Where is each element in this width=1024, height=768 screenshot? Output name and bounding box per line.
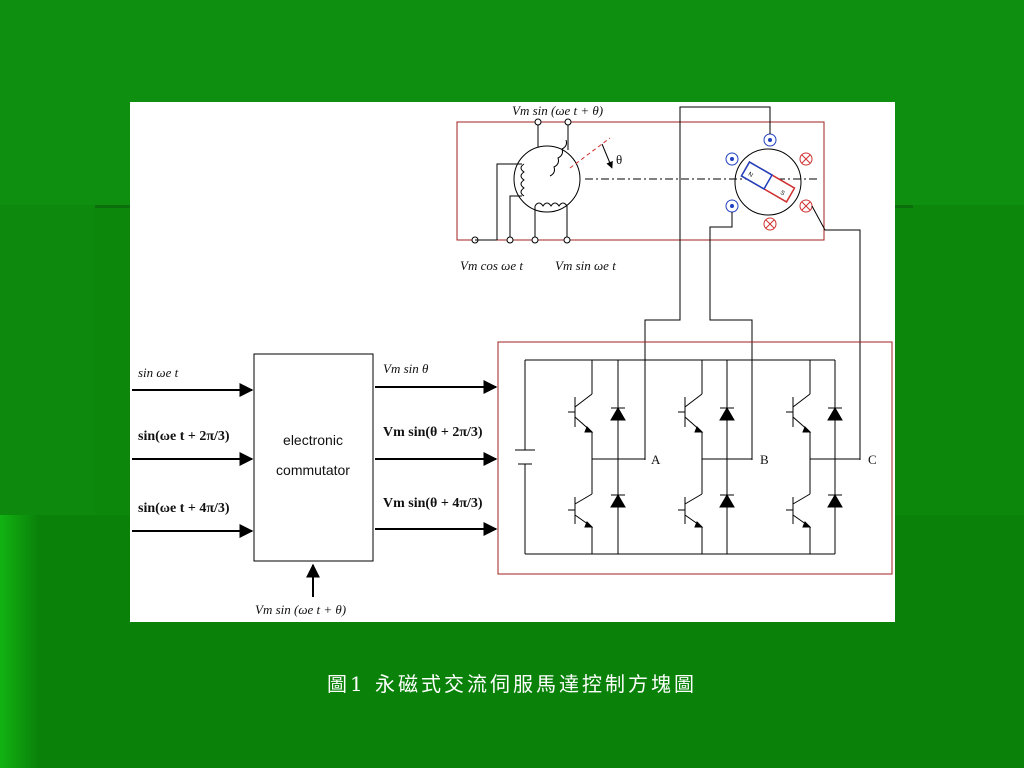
resolver-winding-bottom bbox=[534, 202, 568, 207]
motor-circle bbox=[734, 148, 802, 216]
resolver-bottom-left-label: Vm cos ωe t bbox=[460, 258, 523, 273]
terminal-bottom-3 bbox=[531, 236, 539, 244]
input-2-label: sin(ωe t + 2π/3) bbox=[138, 429, 230, 444]
commutator-label-line2: commutator bbox=[276, 462, 350, 478]
rotor-axis-line bbox=[569, 137, 611, 169]
magnet-n-label: N bbox=[747, 172, 754, 179]
phase-b-label: B bbox=[760, 452, 769, 467]
terminal-top-1 bbox=[534, 118, 542, 126]
resolver-winding-left bbox=[520, 163, 525, 197]
output-1-label: Vm sin θ bbox=[383, 361, 429, 376]
commutator-label-line1: electronic bbox=[283, 432, 343, 448]
resolver-circle bbox=[513, 145, 581, 213]
phase-a-label: A bbox=[651, 452, 661, 467]
input-3-label: sin(ωe t + 4π/3) bbox=[138, 501, 230, 516]
commutator-block bbox=[253, 353, 374, 562]
theta-label: θ bbox=[616, 152, 622, 167]
phase-c-label: C bbox=[868, 452, 877, 467]
terminal-bottom-4 bbox=[563, 236, 571, 244]
input-1-label: sin ωe t bbox=[138, 365, 179, 380]
commutator-bottom-label: Vm sin (ωe t + θ) bbox=[255, 602, 346, 617]
inverter-diodes bbox=[584, 407, 843, 528]
output-2-label: Vm sin(θ + 2π/3) bbox=[383, 425, 483, 440]
block-diagram: Vm sin (ωe t + θ) θ Vm cos ωe t Vm sin ω… bbox=[132, 103, 893, 617]
resolver-bottom-right-label: Vm sin ωe t bbox=[555, 258, 616, 273]
resolver-left-lead bbox=[496, 163, 522, 240]
resolver-left-lead-2 bbox=[509, 195, 522, 240]
terminal-top-2 bbox=[564, 118, 572, 126]
figure-caption: 圖1 永磁式交流伺服馬達控制方塊圖 bbox=[326, 672, 698, 696]
wire-phase-b bbox=[709, 212, 753, 460]
rotor-magnet: N S bbox=[740, 161, 796, 203]
wire-phase-a bbox=[644, 106, 771, 460]
inverter-frame bbox=[497, 341, 893, 575]
magnet-s-label: S bbox=[779, 190, 785, 197]
stator-conductors bbox=[725, 133, 813, 231]
resolver-top-label: Vm sin (ωe t + θ) bbox=[512, 103, 603, 118]
background-edge-gradient bbox=[0, 515, 38, 768]
theta-arrow bbox=[601, 143, 613, 169]
output-3-label: Vm sin(θ + 4π/3) bbox=[383, 496, 483, 511]
terminal-bottom-2 bbox=[506, 236, 514, 244]
wire-phase-c bbox=[811, 205, 861, 460]
resolver-frame bbox=[456, 121, 825, 241]
resolver-winding-rotor bbox=[549, 139, 567, 177]
diagram-panel: Vm sin (ωe t + θ) θ Vm cos ωe t Vm sin ω… bbox=[130, 102, 895, 622]
